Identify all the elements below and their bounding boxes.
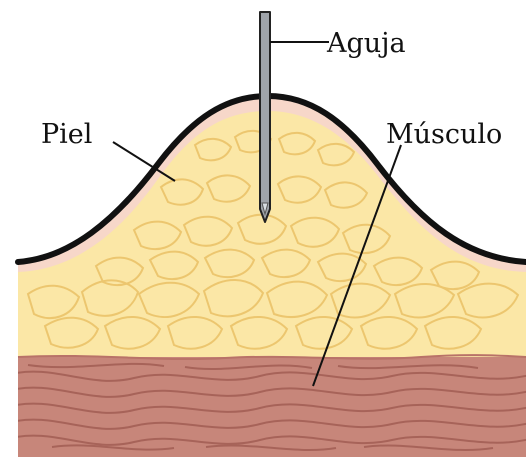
needle-label: Aguja <box>326 28 406 59</box>
needle <box>260 12 270 222</box>
needle-shaft <box>260 12 270 222</box>
muscle-label: Músculo <box>386 119 502 150</box>
skin-label: Piel <box>41 119 92 150</box>
muscle-layer <box>12 355 526 457</box>
